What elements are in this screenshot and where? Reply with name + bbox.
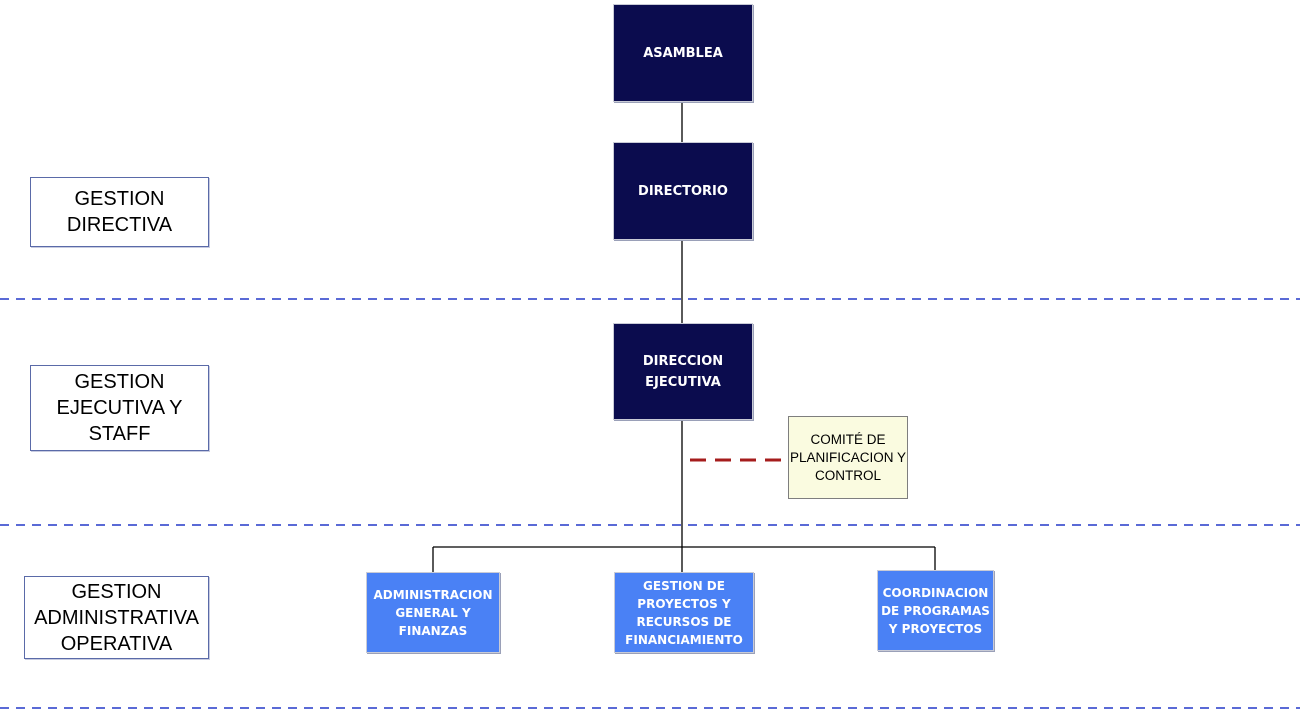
level-label-gestion-operativa: GESTION ADMINISTRATIVA OPERATIVA: [24, 576, 209, 659]
node-label: GESTION DE PROYECTOS Y RECURSOS DE FINAN…: [625, 578, 743, 647]
node-comite-planificacion: COMITÉ DE PLANIFICACION Y CONTROL: [788, 416, 908, 499]
node-label: ASAMBLEA: [643, 45, 723, 61]
level-label-gestion-directiva: GESTION DIRECTIVA: [30, 177, 209, 247]
node-label: DIRECTORIO: [638, 183, 728, 199]
node-direccion-ejecutiva: DIRECCION EJECUTIVA: [613, 323, 753, 420]
node-coordinacion-programas: COORDINACION DE PROGRAMAS Y PROYECTOS: [877, 570, 994, 651]
node-label: DIRECCION EJECUTIVA: [642, 353, 724, 390]
node-label: COMITÉ DE PLANIFICACION Y CONTROL: [789, 431, 907, 483]
node-label: COORDINACION DE PROGRAMAS Y PROYECTOS: [881, 585, 990, 636]
node-gestion-proyectos: GESTION DE PROYECTOS Y RECURSOS DE FINAN…: [614, 572, 754, 653]
node-directorio: DIRECTORIO: [613, 142, 753, 240]
node-asamblea: ASAMBLEA: [613, 4, 753, 102]
level-label-text: GESTION DIRECTIVA: [66, 188, 173, 236]
level-label-gestion-ejecutiva: GESTION EJECUTIVA Y STAFF: [30, 365, 209, 451]
level-label-text: GESTION ADMINISTRATIVA OPERATIVA: [34, 580, 199, 655]
node-administracion-general: ADMINISTRACION GENERAL Y FINANZAS: [366, 572, 500, 653]
level-label-text: GESTION EJECUTIVA Y STAFF: [56, 371, 183, 445]
node-label: ADMINISTRACION GENERAL Y FINANZAS: [373, 587, 493, 638]
